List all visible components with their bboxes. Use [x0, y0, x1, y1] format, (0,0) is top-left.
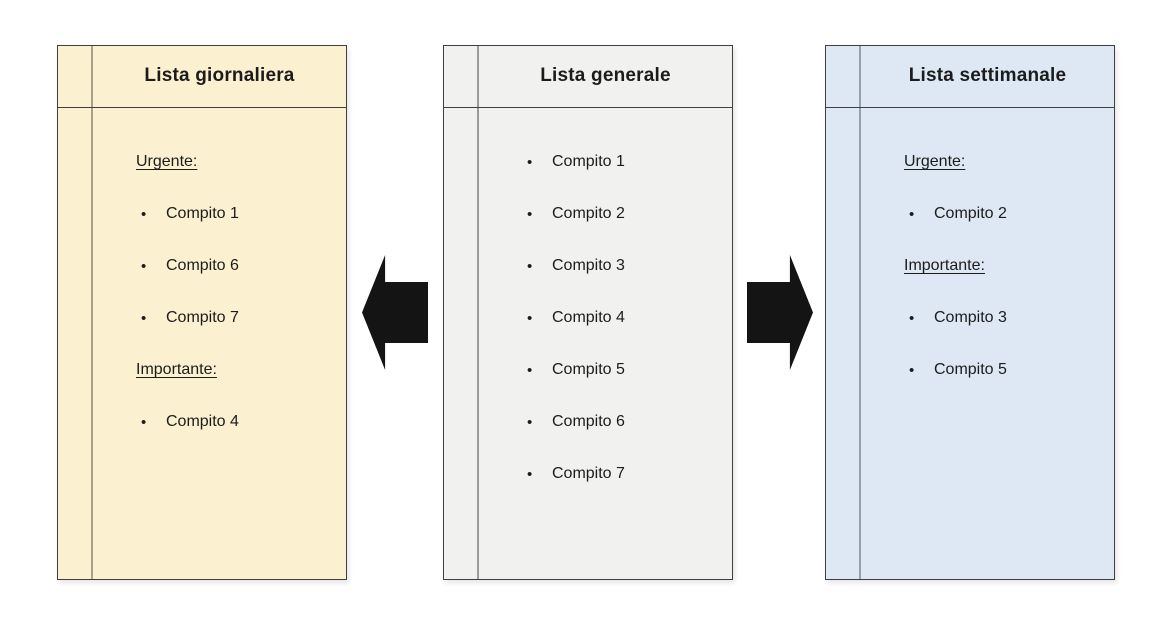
bullet-icon: • — [141, 309, 147, 327]
bullet-icon: • — [141, 413, 147, 431]
section-heading-label: Importante: — [904, 257, 985, 274]
list-item-label: Compito 2 — [934, 205, 1007, 222]
bullet-icon: • — [141, 257, 147, 275]
list-item-label: Compito 6 — [166, 257, 239, 274]
panel-body: Urgente: • Compito 1 • Compito 6 • Compi… — [58, 108, 346, 579]
bullet-icon: • — [527, 257, 533, 275]
list-item-label: Compito 3 — [934, 309, 1007, 326]
section-heading-label: Importante: — [136, 361, 217, 378]
list-item: • Compito 4 — [58, 396, 346, 448]
panel-title: Lista giornaliera — [144, 65, 295, 86]
list-item-label: Compito 6 — [552, 413, 625, 430]
list-item-label: Compito 3 — [552, 257, 625, 274]
list-item: • Compito 7 — [444, 448, 732, 500]
list-item: • Compito 5 — [826, 344, 1114, 396]
bullet-icon: • — [909, 361, 915, 379]
bullet-icon: • — [527, 205, 533, 223]
bullet-icon: • — [527, 153, 533, 171]
panel-body: Urgente: • Compito 2 Importante: • Compi… — [826, 108, 1114, 579]
list-item-label: Compito 1 — [552, 153, 625, 170]
bullet-icon: • — [141, 205, 147, 223]
list-item: • Compito 3 — [826, 292, 1114, 344]
section-heading: Importante: — [58, 344, 346, 396]
list-item: • Compito 6 — [444, 396, 732, 448]
list-item-label: Compito 4 — [166, 413, 239, 430]
list-item: • Compito 2 — [826, 188, 1114, 240]
section-heading: Urgente: — [826, 136, 1114, 188]
bullet-icon: • — [527, 361, 533, 379]
section-heading: Importante: — [826, 240, 1114, 292]
bullet-icon: • — [909, 309, 915, 327]
section-heading: Urgente: — [58, 136, 346, 188]
bullet-icon: • — [909, 205, 915, 223]
panel-title: Lista generale — [540, 65, 671, 86]
bullet-icon: • — [527, 413, 533, 431]
list-item: • Compito 4 — [444, 292, 732, 344]
list-item: • Compito 6 — [58, 240, 346, 292]
list-item: • Compito 1 — [58, 188, 346, 240]
panel-header: Lista generale — [444, 46, 732, 108]
notepad-margin-line — [859, 46, 861, 579]
list-item: • Compito 1 — [444, 136, 732, 188]
list-item-label: Compito 1 — [166, 205, 239, 222]
list-item-label: Compito 5 — [934, 361, 1007, 378]
list-item: • Compito 7 — [58, 292, 346, 344]
section-heading-label: Urgente: — [136, 153, 198, 170]
list-item-label: Compito 5 — [552, 361, 625, 378]
list-item: • Compito 5 — [444, 344, 732, 396]
panel-weekly-list: Lista settimanale Urgente: • Compito 2 I… — [825, 45, 1115, 580]
panel-body: • Compito 1 • Compito 2 • Compito 3 • Co… — [444, 108, 732, 579]
list-item-label: Compito 7 — [166, 309, 239, 326]
bullet-icon: • — [527, 465, 533, 483]
list-item-label: Compito 4 — [552, 309, 625, 326]
list-item-label: Compito 2 — [552, 205, 625, 222]
bullet-icon: • — [527, 309, 533, 327]
list-item: • Compito 2 — [444, 188, 732, 240]
left-block-arrow-icon — [362, 255, 428, 370]
panel-daily-list: Lista giornaliera Urgente: • Compito 1 •… — [57, 45, 347, 580]
panel-title: Lista settimanale — [908, 65, 1067, 86]
list-item: • Compito 3 — [444, 240, 732, 292]
notepad-margin-line — [477, 46, 479, 579]
notepad-margin-line — [91, 46, 93, 579]
panel-header: Lista settimanale — [826, 46, 1114, 108]
section-heading-label: Urgente: — [904, 153, 966, 170]
panel-general-list: Lista generale • Compito 1 • Compito 2 •… — [443, 45, 733, 580]
panel-header: Lista giornaliera — [58, 46, 346, 108]
list-item-label: Compito 7 — [552, 465, 625, 482]
right-block-arrow-icon — [747, 255, 813, 370]
